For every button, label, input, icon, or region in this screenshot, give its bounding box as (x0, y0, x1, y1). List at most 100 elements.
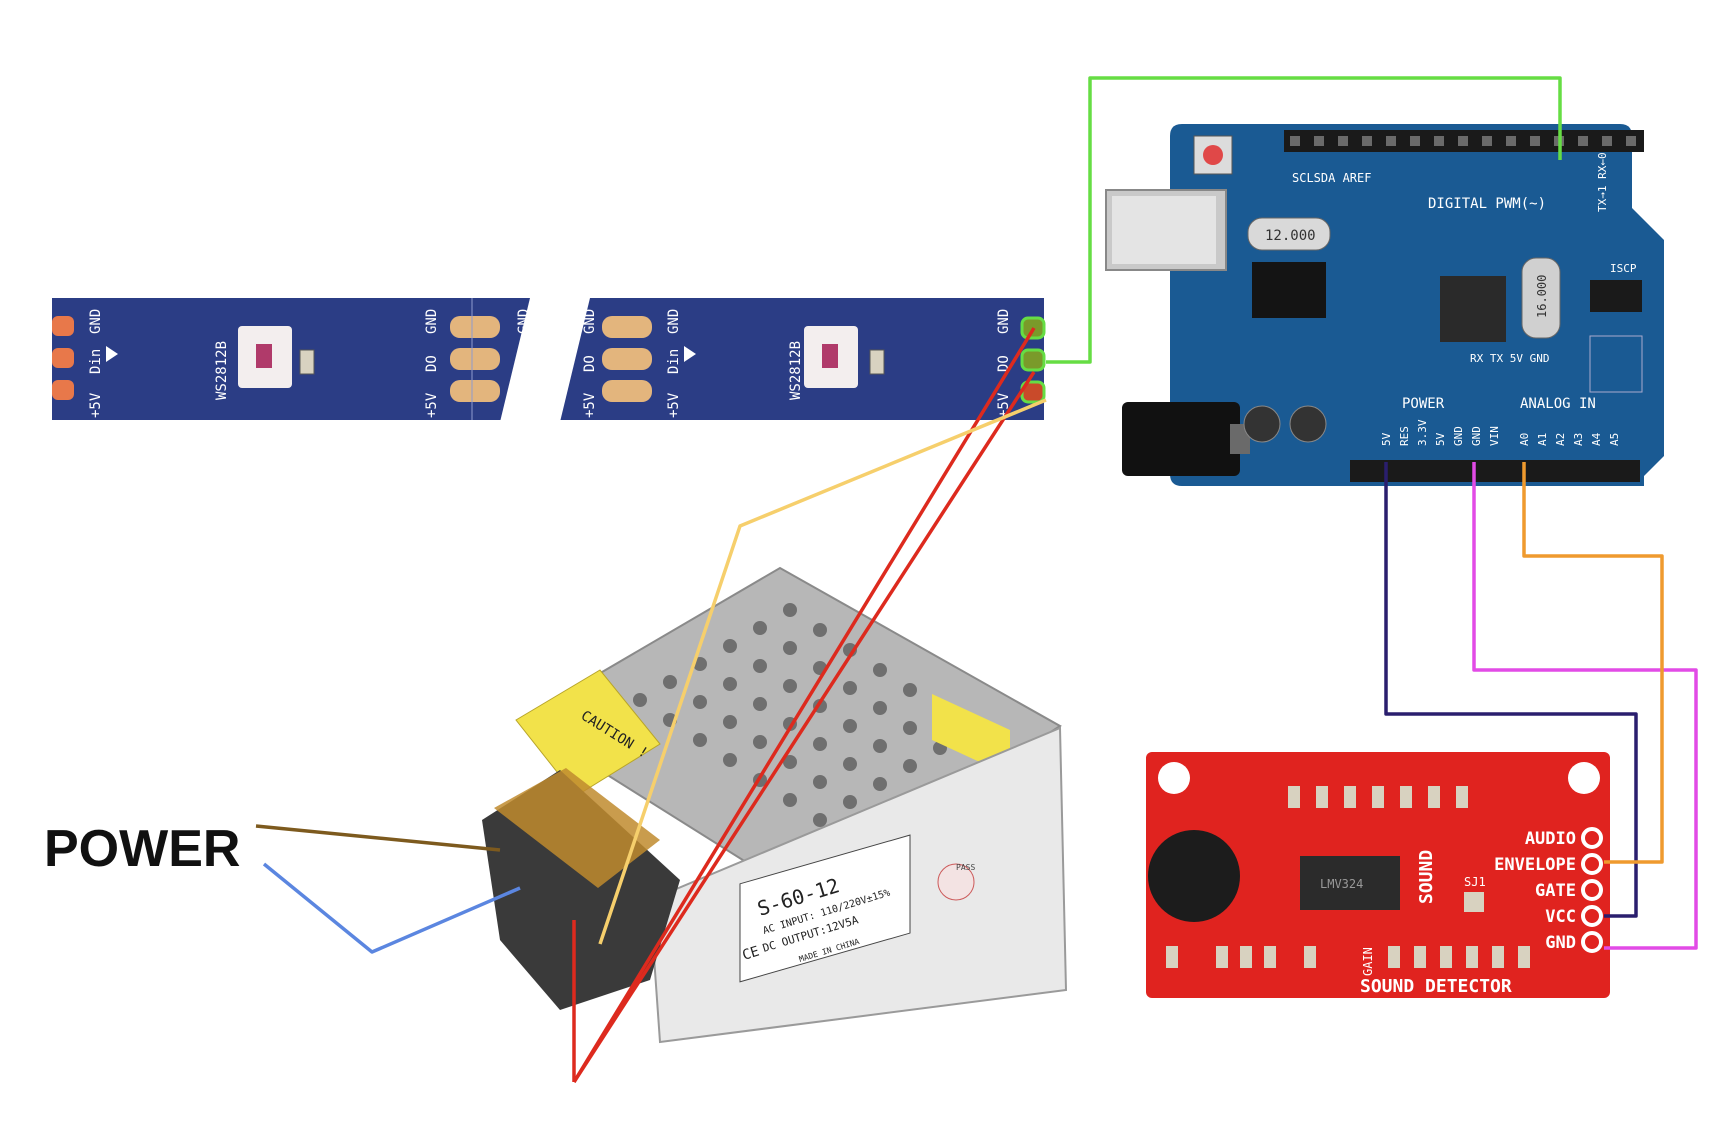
ws2812b-led-2: WS2812B (788, 326, 885, 400)
ws2812b-led-1: WS2812B (214, 326, 315, 400)
gain-label: GAIN (1361, 947, 1375, 976)
pin-label-gnd: GND (88, 309, 104, 334)
svg-text:A1: A1 (1536, 433, 1549, 446)
wire-brown-live (255, 824, 501, 852)
pin-label-5v: +5V (88, 392, 104, 418)
svg-text:GND: GND (1470, 426, 1483, 446)
svg-text:GND: GND (666, 309, 682, 334)
power-label: POWER (44, 820, 240, 878)
svg-text:A4: A4 (1590, 432, 1603, 446)
sj1-label: SJ1 (1464, 875, 1486, 889)
ic-chip (1300, 856, 1400, 910)
analog-section-label: ANALOG IN (1520, 396, 1596, 412)
svg-text:Din: Din (516, 349, 532, 374)
svg-text:WS2812B: WS2812B (788, 341, 804, 400)
strip-pin-labels-left: +5V Din GND (88, 309, 118, 418)
resonator-16mhz (1521, 257, 1561, 339)
arduino-uno-board: SCLSDA AREF DIGITAL PWM(~) TX→1 RX←0 12.… (1105, 124, 1664, 486)
pin-gate: GATE (1535, 881, 1576, 901)
usb-chip (1252, 262, 1326, 318)
power-pin-labels: 5V RES 3.3V 5V GND GND VIN (1380, 419, 1501, 446)
svg-text:RES: RES (1398, 426, 1411, 446)
ce-mark: CE (740, 944, 761, 964)
svg-text:5V: 5V (1434, 432, 1447, 446)
analog-pin-labels: A0 A1 A2 A3 A4 A5 (1518, 432, 1621, 446)
svg-text:5V: 5V (1380, 432, 1393, 446)
mount-hole (1158, 762, 1190, 794)
pin-envelope: ENVELOPE (1494, 855, 1576, 875)
sound-detector-title: SOUND DETECTOR (1360, 976, 1512, 997)
pin-audio: AUDIO (1525, 829, 1576, 849)
svg-text:DO: DO (582, 355, 598, 372)
arduino-top-small-label: SCLSDA AREF (1292, 171, 1371, 185)
sj1-pad (1464, 892, 1484, 912)
capacitor-1 (1243, 405, 1281, 443)
svg-text:GND: GND (1452, 426, 1465, 446)
direction-arrow-icon (684, 346, 696, 362)
wire-red-b (572, 371, 1036, 1083)
caution-label (515, 669, 661, 797)
digital-header-holes (1290, 136, 1636, 146)
top-resistor-row (1288, 786, 1468, 808)
svg-text:Din: Din (666, 349, 682, 374)
strip-input-pads (52, 316, 74, 400)
svg-text:+5V: +5V (582, 392, 598, 418)
digital-pwm-label: DIGITAL PWM(~) (1428, 196, 1546, 212)
pin-gnd: GND (1545, 933, 1576, 953)
iscp-label: ISCP (1610, 262, 1637, 275)
chip-label-1: WS2812B (214, 341, 230, 400)
svg-text:DO: DO (424, 355, 440, 372)
svg-text:16.000: 16.000 (1535, 275, 1549, 318)
sound-detector-board: LMV324 SOUND SJ1 GAIN SOUND DETECTOR AUD… (1146, 752, 1610, 998)
power-supply-s60-12: CAUTION ! S-60-12 AC INPUT: 110/220V±15%… (482, 566, 1068, 1044)
icsp-labels-row1: RX TX 5V GND (1470, 352, 1549, 365)
pin-vcc: VCC (1545, 907, 1576, 927)
sound-detector-pin-holes (1581, 827, 1603, 953)
svg-text:A5: A5 (1608, 433, 1621, 446)
dc-jack (1122, 402, 1240, 476)
iscp-header (1590, 280, 1642, 312)
svg-text:VIN: VIN (1488, 426, 1501, 446)
wire-blue-neutral (262, 862, 521, 954)
svg-text:3.3V: 3.3V (1416, 419, 1429, 446)
svg-text:GND: GND (996, 309, 1012, 334)
psu-side-label (932, 694, 1010, 776)
icsp-pads (1589, 335, 1643, 393)
mount-hole (1568, 762, 1600, 794)
analog-header (1508, 460, 1640, 482)
strip-output-pads-segment: +5V DO GND +5V Din GND (424, 298, 532, 420)
terminal-cover (494, 768, 660, 888)
wire-red-a (572, 327, 1036, 1083)
microphone (1148, 830, 1240, 922)
wire-green-data (1046, 76, 1562, 364)
tx-rx-label: TX→1 RX←0 (1596, 152, 1609, 212)
psu-model-label: S-60-12 AC INPUT: 110/220V±15% DC OUTPUT… (739, 834, 911, 983)
svg-text:+5V: +5V (516, 392, 532, 418)
led-strip: +5V Din GND WS2812B +5V DO GND +5V Din G… (52, 297, 1046, 423)
wire-orange-envelope (1522, 462, 1664, 864)
crystal-12mhz (1247, 217, 1331, 251)
svg-text:GND: GND (582, 309, 598, 334)
svg-text:A3: A3 (1572, 433, 1585, 446)
capacitor-2 (1289, 405, 1327, 443)
power-section-label: POWER (1402, 396, 1445, 412)
direction-arrow-icon (106, 346, 118, 362)
svg-text:GND: GND (516, 309, 532, 334)
svg-text:+5V: +5V (666, 392, 682, 418)
power-header (1350, 460, 1550, 482)
strip-input-pads-segment: +5V DO GND +5V Din GND (582, 309, 696, 418)
wire-yellow-gnd (598, 398, 1047, 945)
wires (255, 76, 1698, 1083)
svg-text:12.000: 12.000 (1265, 228, 1316, 244)
atmega-mcu (1440, 276, 1506, 342)
sound-detector-pin-labels: AUDIO ENVELOPE GATE VCC GND (1494, 829, 1576, 953)
wire-magenta-gnd (1472, 462, 1698, 950)
pass-label: PASS (956, 863, 975, 872)
pin-label-din: Din (88, 349, 104, 374)
svg-text:GND: GND (424, 309, 440, 334)
bottom-resistor-row (1166, 946, 1530, 968)
wire-navy-vcc (1384, 462, 1638, 918)
pass-stamp (937, 863, 975, 901)
sound-vertical-label: SOUND (1416, 850, 1437, 904)
